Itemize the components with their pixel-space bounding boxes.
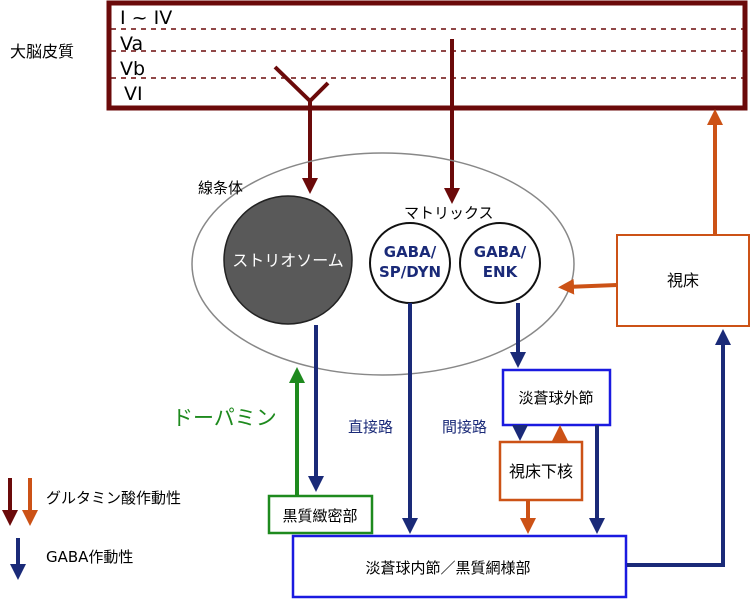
- cortex-label: 大脳皮質: [10, 42, 74, 61]
- striosome-label: ストリオソーム: [232, 251, 344, 270]
- layer-1-4: I ~ IV: [120, 7, 172, 29]
- indirect-neuron-label-2: ENK: [483, 263, 519, 281]
- direct-neuron-label-2: SP/DYN: [379, 263, 441, 281]
- gpe-label: 淡蒼球外節: [518, 389, 593, 407]
- gpi-snr-box: [291, 534, 628, 599]
- layer-dividers: [111, 28, 743, 79]
- thalamus-to-striatum-arrow: [558, 278, 618, 295]
- layer-vi: VI: [124, 83, 143, 105]
- striosome-projection: [273, 65, 330, 194]
- gpi-to-thalamus-arrow: [627, 329, 731, 567]
- dopamine-label: ドーパミン: [172, 406, 277, 430]
- cortex-box: [106, 0, 748, 111]
- direct-neuron-label-1: GABA/: [384, 243, 437, 261]
- snc-box: [267, 494, 374, 535]
- striosome: [223, 195, 353, 325]
- stn-label: 視床下核: [509, 462, 573, 481]
- indirect-path-label: 間接路: [442, 418, 487, 436]
- legend-glutamate-label: グルタミン酸作動性: [46, 489, 181, 507]
- stn-box: [498, 440, 584, 502]
- snc-label: 黒質緻密部: [282, 507, 357, 525]
- indirect-neuron: [459, 222, 541, 304]
- thalamus-label: 視床: [667, 271, 699, 290]
- layer-vb: Vb: [120, 58, 145, 80]
- legend-gaba-label: GABA作動性: [46, 548, 133, 566]
- indirect-neuron-label-1: GABA/: [474, 243, 527, 261]
- striatum-label: 線条体: [198, 179, 243, 197]
- striatum-ellipse: [191, 152, 575, 376]
- legend: グルタミン酸作動性 GABA作動性: [2, 478, 181, 580]
- layer-va: Va: [120, 33, 143, 55]
- matrix-label: マトリックス: [404, 204, 494, 222]
- direct-path-label: 直接路: [348, 418, 393, 436]
- gpi-snr-label: 淡蒼球内節／黒質網様部: [365, 559, 530, 577]
- thalamus-box: [616, 234, 750, 327]
